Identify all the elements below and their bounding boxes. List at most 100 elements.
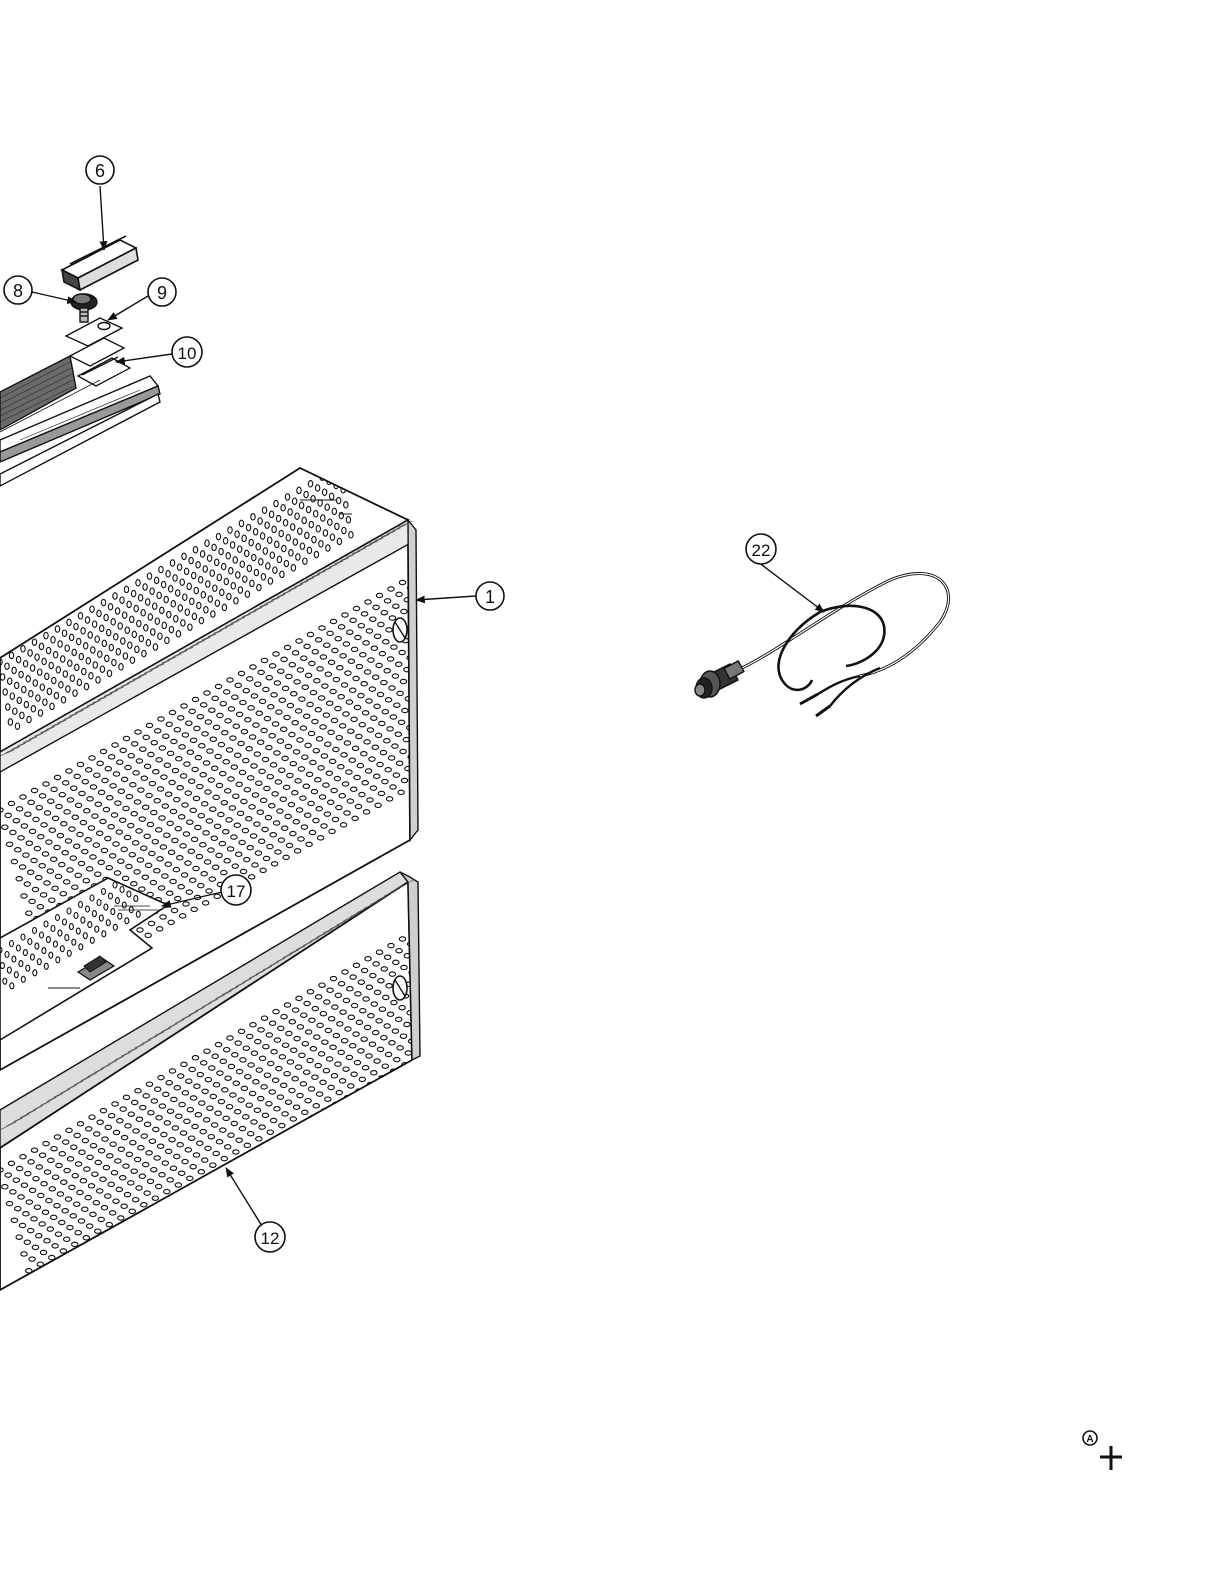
perforation-hole: [315, 1132, 321, 1136]
perforation-hole: [427, 1009, 433, 1013]
perforation-hole: [420, 678, 426, 682]
perforation-hole: [214, 1180, 220, 1184]
perforation-hole: [134, 1226, 140, 1230]
callout-17-label: 17: [227, 882, 246, 901]
perforation-hole: [183, 1188, 189, 1192]
callout-17: 17: [221, 875, 251, 905]
perforation-hole: [283, 1140, 289, 1144]
perforation-hole: [420, 748, 426, 752]
perforation-hole: [249, 1160, 255, 1164]
perforation-hole: [45, 1267, 51, 1271]
perforation-hole: [427, 654, 433, 658]
perforation-hole: [257, 1165, 263, 1169]
perforation-hole: [119, 1244, 125, 1248]
perforation-hole: [331, 467, 335, 473]
callout-10: 10: [172, 337, 202, 367]
perforation-hole: [292, 1145, 298, 1149]
perforation-hole: [157, 1213, 163, 1217]
perforation-hole: [420, 1033, 426, 1037]
perforation-hole: [237, 1167, 243, 1171]
perforation-hole: [272, 1147, 278, 1151]
perforation-hole: [295, 1134, 301, 1138]
perforation-hole: [180, 1200, 186, 1204]
perforation-hole: [417, 620, 423, 624]
perforation-hole: [30, 1285, 36, 1289]
callout-6: 6: [86, 156, 114, 184]
perforation-hole: [306, 1127, 312, 1131]
bnc-connector-icon: [695, 661, 744, 698]
perforation-hole: [65, 1266, 71, 1270]
perforation-hole: [53, 1272, 59, 1276]
perforation-hole: [168, 1206, 174, 1210]
perforation-hole: [423, 666, 429, 670]
perforation-hole: [407, 1079, 413, 1083]
perforation-hole: [200, 1198, 206, 1202]
perforation-hole: [338, 1119, 344, 1123]
perforation-hole: [165, 1218, 171, 1222]
perforation-hole: [352, 1101, 358, 1105]
callout-1: 1: [476, 582, 504, 610]
perforation-hole: [410, 1068, 416, 1072]
perforation-hole: [85, 1264, 91, 1268]
perforation-hole: [223, 1185, 229, 1189]
perforation-hole: [432, 771, 438, 775]
perforation-hole: [421, 1061, 427, 1065]
part-8-thumbscrew: [71, 294, 97, 322]
perforation-hole: [451, 740, 457, 744]
perforation-hole: [431, 672, 437, 676]
perforation-hole: [433, 1054, 439, 1058]
perforation-hole: [418, 1073, 424, 1077]
perforation-hole: [436, 689, 442, 693]
perforation-hole: [34, 1274, 40, 1278]
perforation-hole: [188, 1205, 194, 1209]
perforation-hole: [441, 1060, 447, 1064]
callout-12: 12: [255, 1222, 285, 1252]
perforation-hole: [422, 992, 428, 996]
perforation-hole: [280, 1152, 286, 1156]
perforation-hole: [423, 736, 429, 740]
perforation-hole: [122, 1233, 128, 1237]
perforation-hole: [260, 1153, 266, 1157]
part-10-spacer-plates: [70, 338, 130, 386]
perforation-hole: [438, 718, 444, 722]
perforation-hole: [349, 1112, 355, 1116]
perforation-hole: [172, 1195, 178, 1199]
perforation-hole: [361, 1106, 367, 1110]
perforation-hole: [423, 1021, 429, 1025]
perforation-hole: [421, 707, 427, 711]
perforation-hole: [99, 1246, 105, 1250]
perforation-hole: [126, 1221, 132, 1225]
callout-22: 22: [746, 534, 776, 564]
perforation-hole: [76, 1259, 82, 1263]
perforation-hole: [195, 1181, 201, 1185]
part-22-cable-assembly: [695, 574, 949, 716]
perforation-hole: [191, 1193, 197, 1197]
callout-22-label: 22: [752, 541, 771, 560]
callout-8: 8: [4, 276, 32, 304]
perforation-hole: [318, 1120, 324, 1124]
perforation-hole: [372, 1099, 378, 1103]
perforation-hole: [446, 723, 452, 727]
perforation-hole: [275, 1135, 281, 1139]
perforation-hole: [364, 1094, 370, 1098]
perforation-hole: [418, 719, 424, 723]
callout-6-label: 6: [95, 161, 105, 181]
perforation-hole: [154, 1225, 160, 1229]
registration-letter: A: [1086, 1434, 1093, 1445]
perforation-hole: [50, 1284, 56, 1288]
callout-9-label: 9: [157, 283, 167, 303]
perforation-hole: [111, 1239, 117, 1243]
perforation-hole: [160, 1201, 166, 1205]
perforation-hole: [436, 759, 442, 763]
perforation-hole: [269, 1159, 275, 1163]
registration-mark: A: [1083, 1431, 1122, 1470]
perforation-hole: [434, 730, 440, 734]
perforation-hole: [326, 1126, 332, 1130]
perforation-hole: [145, 1219, 151, 1223]
perforation-hole: [425, 695, 431, 699]
perforation-hole: [42, 1279, 48, 1283]
perforation-hole: [430, 713, 436, 717]
perforation-hole: [428, 684, 434, 688]
perforation-hole: [439, 747, 445, 751]
